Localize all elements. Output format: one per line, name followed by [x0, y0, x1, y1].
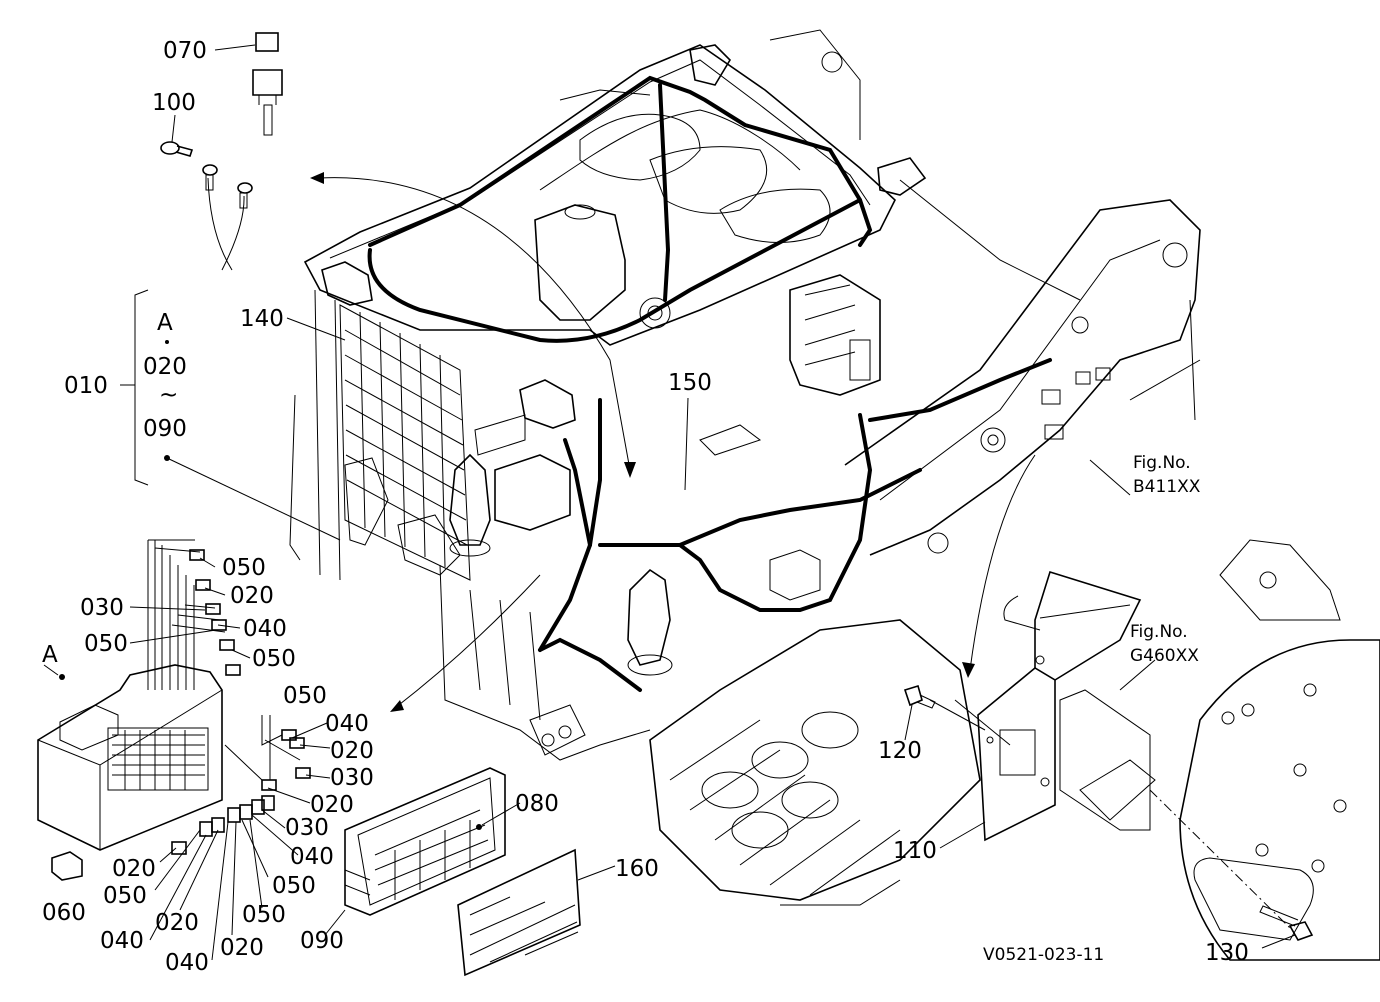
leader-lines	[43, 44, 1296, 961]
internal-components	[321, 44, 1111, 756]
label-040: 040	[100, 928, 144, 954]
label-070: 070	[163, 38, 207, 64]
label-130: 130	[1205, 940, 1249, 966]
label-050: 050	[283, 683, 327, 709]
label-150: 150	[668, 370, 712, 396]
label-030: 030	[285, 815, 329, 841]
machine-frame	[289, 29, 1380, 961]
label-060: 060	[42, 900, 86, 926]
fuse-icon	[51, 851, 83, 881]
label-140: 140	[240, 306, 284, 332]
label-080: 080	[515, 791, 559, 817]
fig-ref-g460-code: G460XX	[1130, 646, 1199, 666]
label-050: 050	[84, 631, 128, 657]
fig-ref-b411-title: Fig.No.	[1133, 453, 1191, 473]
label-050: 050	[103, 883, 147, 909]
label-010: 010	[64, 373, 108, 399]
label-040: 040	[243, 616, 287, 642]
label-040: 040	[165, 950, 209, 976]
label-020: 020	[330, 738, 374, 764]
label-160: 160	[615, 856, 659, 882]
label-050: 050	[272, 873, 316, 899]
fig-ref-g460-title: Fig.No.	[1130, 622, 1188, 642]
bolt-icon	[1259, 905, 1314, 941]
drawing-code: V0521-023-11	[983, 945, 1104, 965]
label-020: 020	[112, 856, 156, 882]
label-090: 090	[300, 928, 344, 954]
bracket-icon	[977, 570, 1142, 842]
label-a-group: A	[157, 310, 173, 336]
label-110: 110	[893, 838, 937, 864]
label-120: 120	[878, 738, 922, 764]
label-020-group: 020	[143, 354, 187, 380]
label-030: 030	[330, 765, 374, 791]
label-020: 020	[310, 792, 354, 818]
part-labels: 070 100 140 010 A 020 ~ 090 150 Fig.No. …	[42, 38, 1249, 976]
label-050: 050	[222, 555, 266, 581]
label-020: 020	[220, 935, 264, 961]
lamp-icon	[344, 767, 581, 977]
label-040: 040	[325, 711, 369, 737]
dot-separator	[165, 340, 169, 344]
fig-ref-b411-code: B411XX	[1133, 477, 1201, 497]
label-050: 050	[242, 902, 286, 928]
label-a-fuse-box: A	[42, 642, 58, 668]
label-020: 020	[230, 583, 274, 609]
label-tilde: ~	[159, 382, 178, 408]
relay-icon	[252, 32, 283, 136]
assembly-arrows	[310, 172, 1036, 712]
label-030: 030	[80, 595, 124, 621]
fuse-icon	[171, 549, 311, 855]
label-100: 100	[152, 90, 196, 116]
track-assembly	[649, 619, 981, 906]
bolt-icon	[160, 141, 194, 157]
label-040: 040	[290, 844, 334, 870]
bolt-icon	[903, 684, 936, 709]
ground-terminal-icon	[202, 164, 253, 271]
wire-harness	[367, 75, 1052, 692]
label-090-group: 090	[143, 416, 187, 442]
label-020: 020	[155, 910, 199, 936]
label-050: 050	[252, 646, 296, 672]
rear-grille	[339, 304, 471, 581]
fuse-box-icon	[37, 539, 226, 851]
drive-hub	[1179, 539, 1380, 961]
